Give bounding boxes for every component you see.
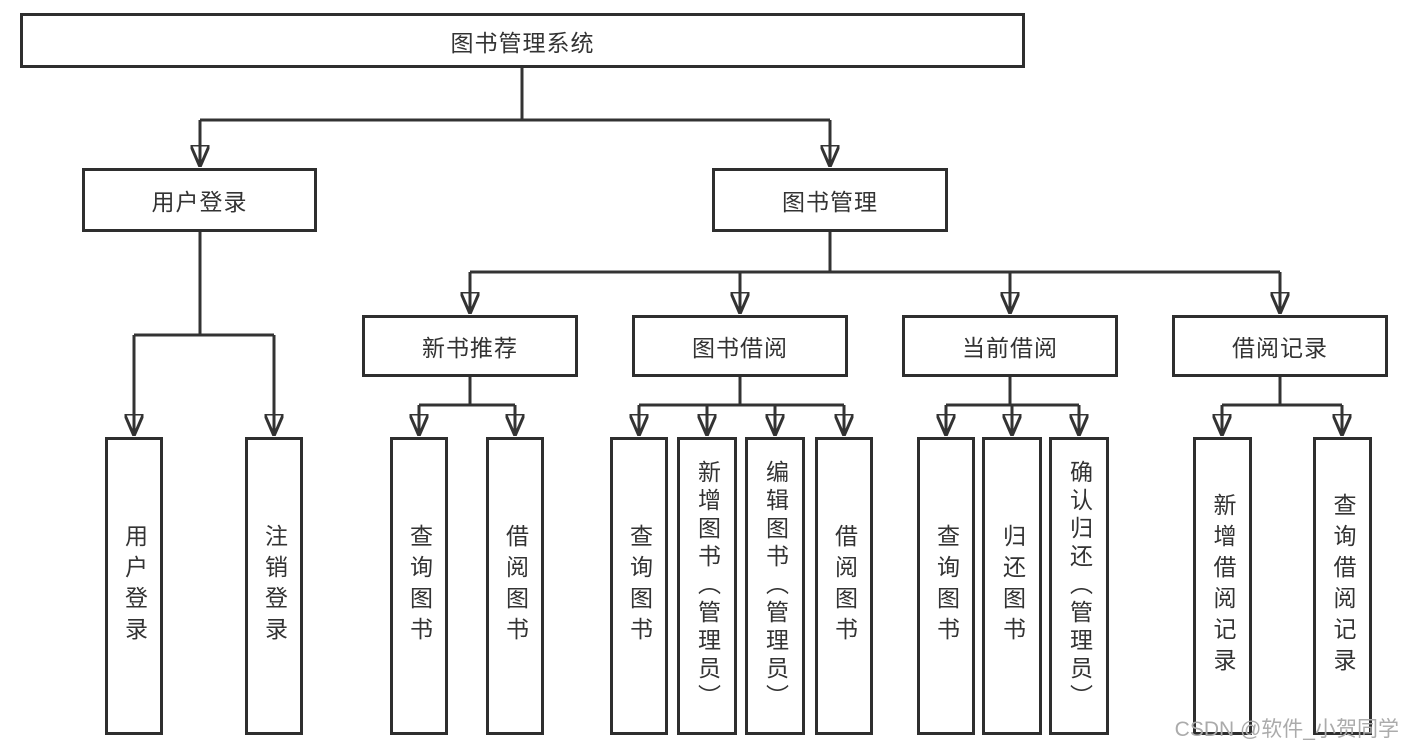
node-library-management-system: 图书管理系统	[20, 13, 1025, 68]
node-book-management: 图书管理	[712, 168, 948, 232]
leaf-user-login: 用户登录	[105, 437, 163, 735]
leaf-user-login-label: 用户登录	[121, 524, 148, 648]
node-book-borrowing: 图书借阅	[632, 315, 848, 377]
leaf-add-borrow-record-label: 新增借阅记录	[1210, 493, 1236, 679]
leaf-return-books: 归还图书	[982, 437, 1042, 735]
node-borrowing-records: 借阅记录	[1172, 315, 1388, 377]
leaf-query-books-borrow-label: 查询图书	[626, 524, 653, 648]
leaf-borrow-books-label: 借阅图书	[831, 524, 858, 648]
leaf-edit-book-admin-label: 编辑图书（管理员）	[762, 460, 789, 712]
node-new-book-recommendation: 新书推荐	[362, 315, 578, 377]
leaf-edit-book-admin: 编辑图书（管理员）	[745, 437, 805, 735]
leaf-logout: 注销登录	[245, 437, 303, 735]
leaf-query-borrow-record-label: 查询借阅记录	[1330, 493, 1356, 679]
node-current-borrowing: 当前借阅	[902, 315, 1118, 377]
leaf-logout-label: 注销登录	[261, 524, 288, 648]
leaf-return-books-label: 归还图书	[999, 524, 1026, 648]
leaf-query-borrow-record: 查询借阅记录	[1313, 437, 1372, 735]
leaf-borrow-books-recommend: 借阅图书	[486, 437, 544, 735]
leaf-query-books-recommend: 查询图书	[390, 437, 448, 735]
leaf-query-books-recommend-label: 查询图书	[406, 524, 433, 648]
leaf-query-books-borrow: 查询图书	[610, 437, 668, 735]
leaf-query-books-current-label: 查询图书	[933, 524, 960, 648]
leaf-add-book-admin-label: 新增图书（管理员）	[694, 460, 721, 712]
leaf-confirm-return-admin-label: 确认归还（管理员）	[1066, 460, 1093, 712]
leaf-borrow-books: 借阅图书	[815, 437, 873, 735]
leaf-confirm-return-admin: 确认归还（管理员）	[1049, 437, 1109, 735]
leaf-add-borrow-record: 新增借阅记录	[1193, 437, 1252, 735]
leaf-add-book-admin: 新增图书（管理员）	[677, 437, 737, 735]
node-user-login: 用户登录	[82, 168, 317, 232]
leaf-borrow-books-recommend-label: 借阅图书	[502, 524, 529, 648]
leaf-query-books-current: 查询图书	[917, 437, 975, 735]
